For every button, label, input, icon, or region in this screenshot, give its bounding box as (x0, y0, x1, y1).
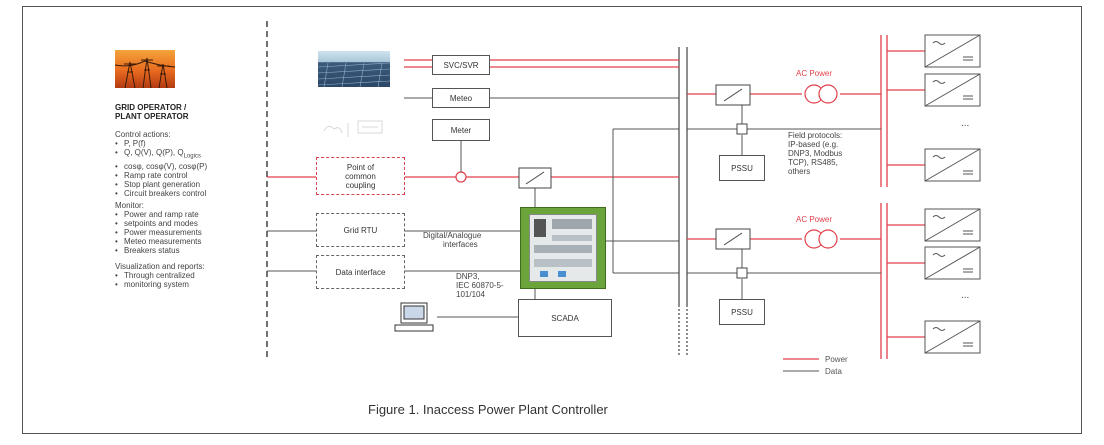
legend-data: Data (825, 367, 842, 376)
solar-panels-photo (318, 51, 390, 87)
weather-sketch-image (318, 115, 390, 141)
list-item: setpoints and modes (115, 219, 202, 228)
protocol-label-line3: 101/104 (456, 290, 485, 299)
list-item: Power measurements (115, 228, 202, 237)
digital-analogue-label-line1: Digital/Analogue (423, 231, 482, 240)
monitor-heading: Monitor: (115, 201, 144, 210)
list-item: Stop plant generation (115, 180, 207, 189)
inverter-icon (924, 34, 981, 354)
list-item: Ramp rate control (115, 171, 207, 180)
figure-caption: Figure 1. Inaccess Power Plant Controlle… (368, 402, 608, 417)
list-item: Q, Q(V), Q(P), QLogics (115, 148, 207, 162)
data-lines (267, 97, 881, 372)
diagram-frame: GRID OPERATOR / PLANT OPERATOR Control a… (22, 6, 1082, 434)
monitor-list: Power and ramp rate setpoints and modes … (115, 210, 202, 255)
switch-icon (518, 84, 751, 279)
transformer-icon (804, 84, 838, 249)
list-item: Through centralized (115, 271, 195, 280)
data-interface-box: Data interface (316, 255, 405, 289)
scada-box: SCADA (518, 299, 612, 337)
ellipsis-top: ... (961, 118, 970, 129)
grid-rtu-box: Grid RTU (316, 213, 405, 247)
transmission-towers-photo (115, 50, 175, 88)
ac-power-label-bottom: AC Power (796, 215, 833, 224)
current-transformer-icon (455, 171, 467, 183)
list-item: Circuit breakers control (115, 189, 207, 198)
list-item: Breakers status (115, 246, 202, 255)
pssu-top-box: PSSU (719, 155, 765, 181)
control-heading: Control actions: (115, 130, 171, 139)
viz-list: Through centralized monitoring system (115, 271, 195, 289)
power-plant-controller (520, 207, 606, 289)
list-item: Meteo measurements (115, 237, 202, 246)
wiring-diagram (266, 21, 981, 372)
operator-title-line2: PLANT OPERATOR (115, 112, 189, 121)
field-protocols-line2: IP-based (e.g. (788, 140, 839, 149)
protocol-label-line2: IEC 60870-5- (456, 281, 504, 290)
ac-power-label-top: AC Power (796, 69, 833, 78)
meteo-box: Meteo (432, 88, 490, 108)
field-protocols-line4: TCP), RS485, (788, 158, 838, 167)
field-protocols-line3: DNP3, Modbus (788, 149, 843, 158)
list-item: P, P(f) (115, 139, 207, 148)
control-list: P, P(f) Q, Q(V), Q(P), QLogics cosφ, cos… (115, 139, 207, 198)
digital-analogue-label-line2: interfaces (443, 240, 478, 249)
operator-title-line1: GRID OPERATOR / (115, 103, 187, 112)
meter-box: Meter (432, 119, 490, 141)
list-item: Power and ramp rate (115, 210, 202, 219)
protocol-label-line1: DNP3, (456, 272, 480, 281)
list-item: cosφ, cosφ(V), cosφ(P) (115, 162, 207, 171)
pssu-bottom-box: PSSU (719, 299, 765, 325)
list-item: monitoring system (115, 280, 195, 289)
svc-svr-box: SVC/SVR (432, 55, 490, 75)
field-protocols-line1: Field protocols: (788, 131, 843, 140)
field-protocols-line5: others (788, 167, 811, 176)
legend-power: Power (825, 355, 848, 364)
q-logics-subscript: Logics (183, 153, 201, 160)
point-of-common-coupling-box: Point of common coupling (316, 157, 405, 195)
viz-heading: Visualization and reports: (115, 262, 205, 271)
ellipsis-bottom: ... (961, 290, 970, 301)
computer-icon (394, 302, 434, 332)
controller-cabinet (529, 214, 597, 282)
